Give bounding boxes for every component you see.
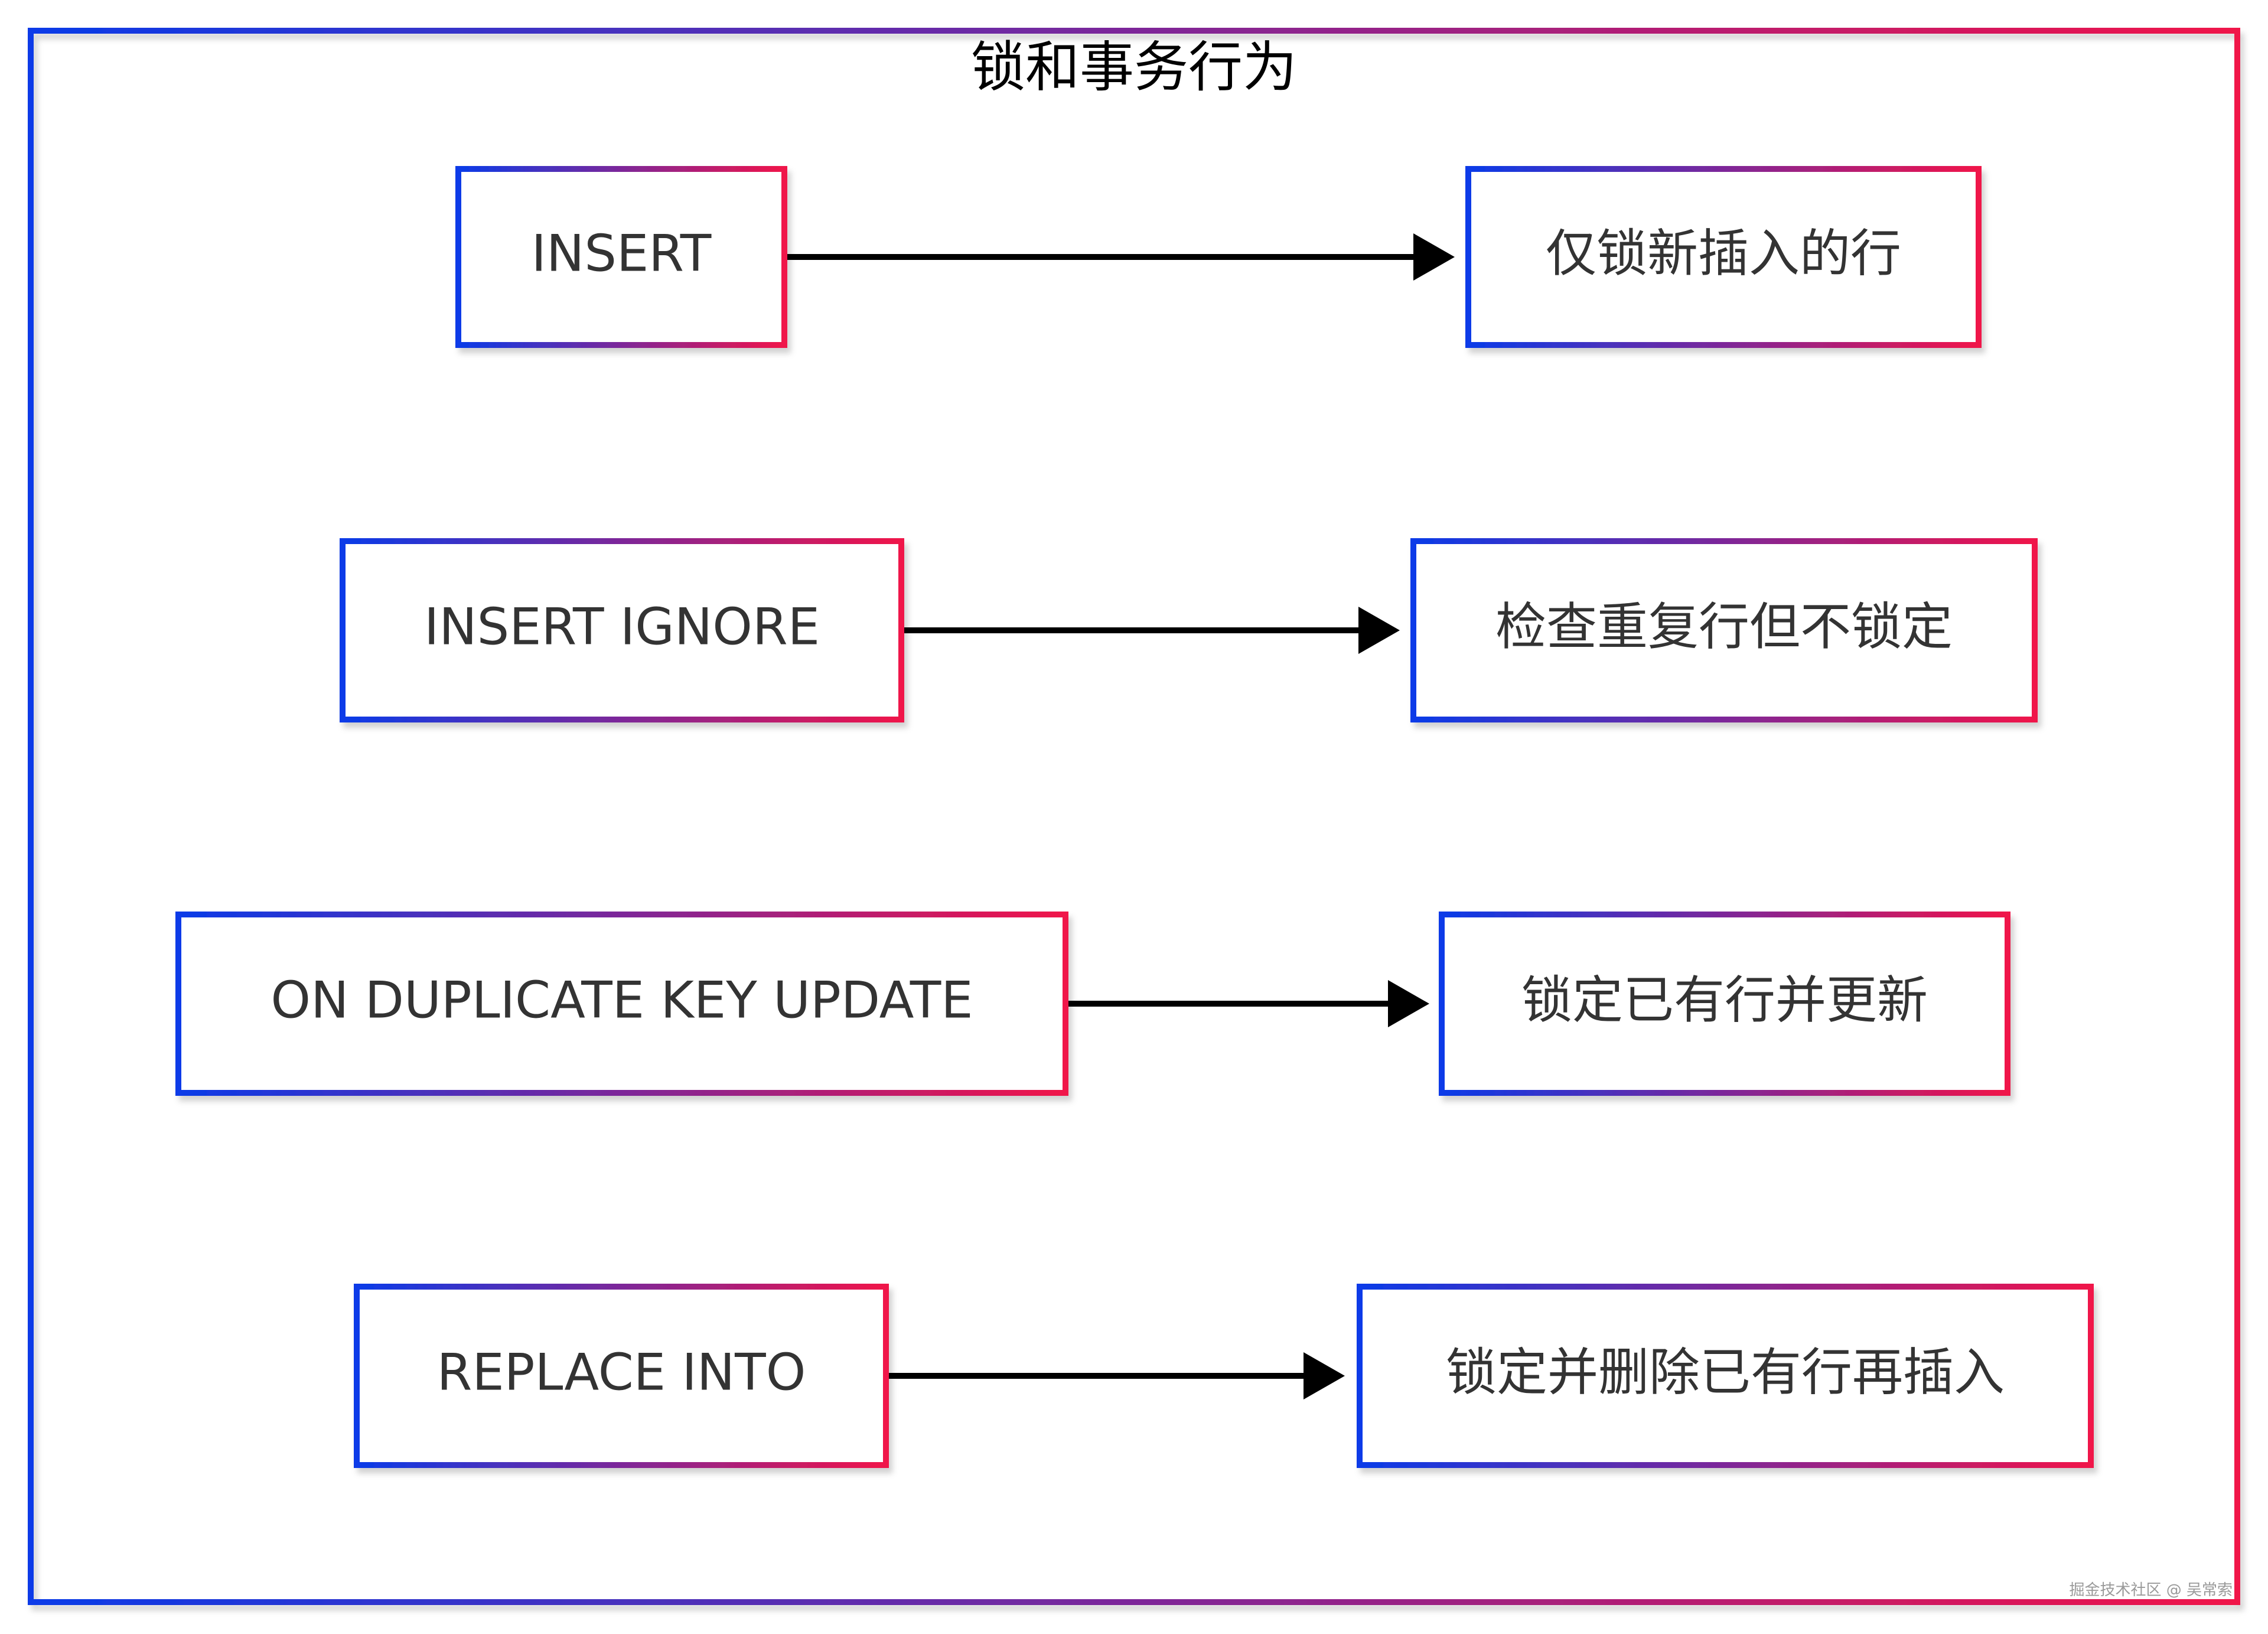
behavior-node-replace-into[interactable] (1357, 1284, 2094, 1468)
behavior-label-on-duplicate-key-update: 锁定已有行并更新 (1521, 971, 1928, 1030)
row-insert-ignore: INSERT IGNORE 检查重复行但不锁定 (340, 538, 2038, 722)
diagram-title: 锁和事务行为 (971, 35, 1297, 99)
watermark: 掘金技术社区 @ 吴常索 (2069, 1581, 2233, 1599)
statement-node-on-duplicate-key-update[interactable] (175, 912, 1068, 1096)
row-insert: INSERT 仅锁新插入的行 (455, 166, 1982, 348)
arrowhead-on-duplicate-key-update (1388, 980, 1429, 1027)
behavior-label-replace-into: 锁定并删除已有行再插入 (1446, 1343, 2005, 1402)
arrowhead-replace-into (1304, 1352, 1345, 1399)
statement-label-insert: INSERT (532, 224, 712, 283)
behavior-label-insert-ignore: 检查重复行但不锁定 (1495, 597, 1953, 656)
behavior-label-insert: 仅锁新插入的行 (1546, 224, 1901, 283)
behavior-node-insert[interactable] (1465, 166, 1982, 348)
behavior-node-on-duplicate-key-update[interactable] (1439, 912, 2010, 1096)
arrowhead-insert-ignore (1358, 607, 1400, 654)
statement-label-on-duplicate-key-update: ON DUPLICATE KEY UPDATE (271, 971, 973, 1030)
statement-label-insert-ignore: INSERT IGNORE (424, 597, 820, 656)
arrowhead-insert (1413, 233, 1455, 281)
behavior-node-insert-ignore[interactable] (1410, 538, 2038, 722)
statement-node-insert-ignore[interactable] (340, 538, 904, 722)
row-on-duplicate-key-update: ON DUPLICATE KEY UPDATE 锁定已有行并更新 (175, 912, 2010, 1096)
cluster-frame (28, 28, 2240, 1605)
statement-label-replace-into: REPLACE INTO (437, 1343, 806, 1402)
statement-node-insert[interactable] (455, 166, 787, 348)
statement-node-replace-into[interactable] (354, 1284, 889, 1468)
row-replace-into: REPLACE INTO 锁定并删除已有行再插入 (354, 1284, 2094, 1468)
